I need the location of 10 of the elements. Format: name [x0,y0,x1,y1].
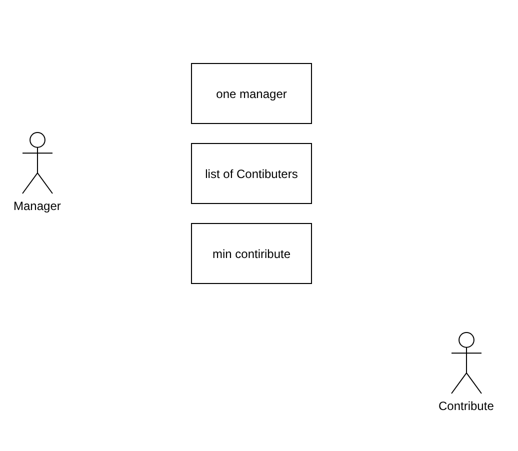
box-label: min contiribute [212,246,291,260]
stick-figure [22,132,53,194]
box-label: list of Contibuters [205,166,298,180]
actor-label: Contribute [438,399,494,413]
process-box [191,143,312,204]
process-box [191,63,312,124]
box-label: one manager [216,86,287,100]
process-box [191,223,312,284]
stick-figure [451,332,482,394]
actor-label: Manager [14,199,61,213]
